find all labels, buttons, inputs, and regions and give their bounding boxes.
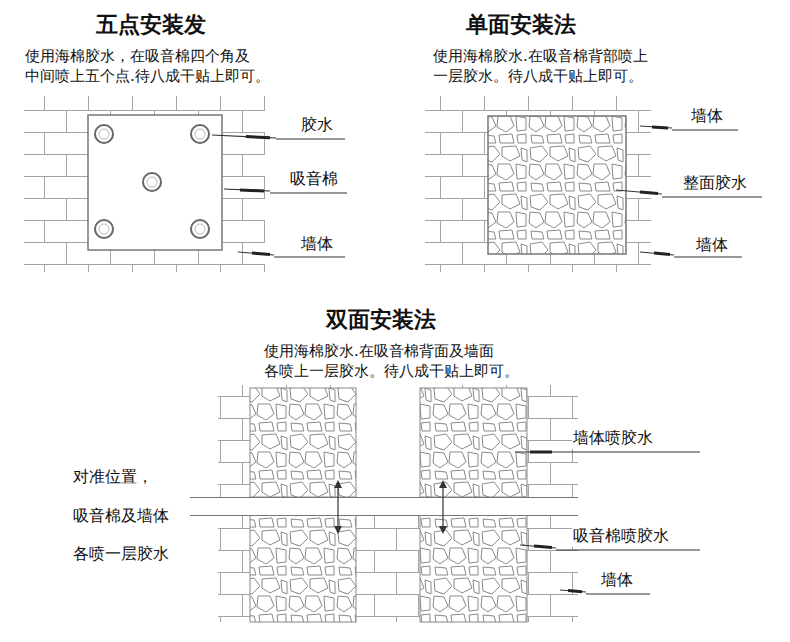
side-note: 各喷一层胶水 — [72, 543, 170, 565]
section-title: 五点安装发 — [95, 10, 207, 40]
callout-label: 墙体 — [695, 234, 729, 256]
callout-label: 墙体 — [690, 105, 724, 127]
callout-label: 吸音棉喷胶水 — [572, 525, 670, 547]
side-note: 对准位置， — [72, 466, 154, 488]
callout-label: 吸音棉 — [289, 168, 339, 190]
instruction-note: 使用海棉胶水.在吸音棉背部喷上 一层胶水。待八成干贴上即可。 — [432, 46, 652, 87]
instruction-note: 使用海棉胶水.在吸音棉背面及墙面 各喷上一层胶水。待八成干贴上即可。 — [263, 341, 523, 382]
instruction-note: 使用海棉胶水，在吸音棉四个角及 中间喷上五个点.待八成干贴上即可。 — [24, 46, 274, 87]
section-title: 单面安装法 — [465, 10, 577, 40]
callout-label: 整面胶水 — [682, 172, 748, 194]
callout-label: 胶水 — [300, 114, 334, 136]
callout-label: 墙体喷胶水 — [572, 427, 654, 449]
section-title: 双面安装法 — [325, 305, 437, 335]
side-note: 吸音棉及墙体 — [72, 505, 170, 527]
callout-label: 墙体 — [600, 569, 634, 591]
callout-label: 墙体 — [300, 233, 334, 255]
